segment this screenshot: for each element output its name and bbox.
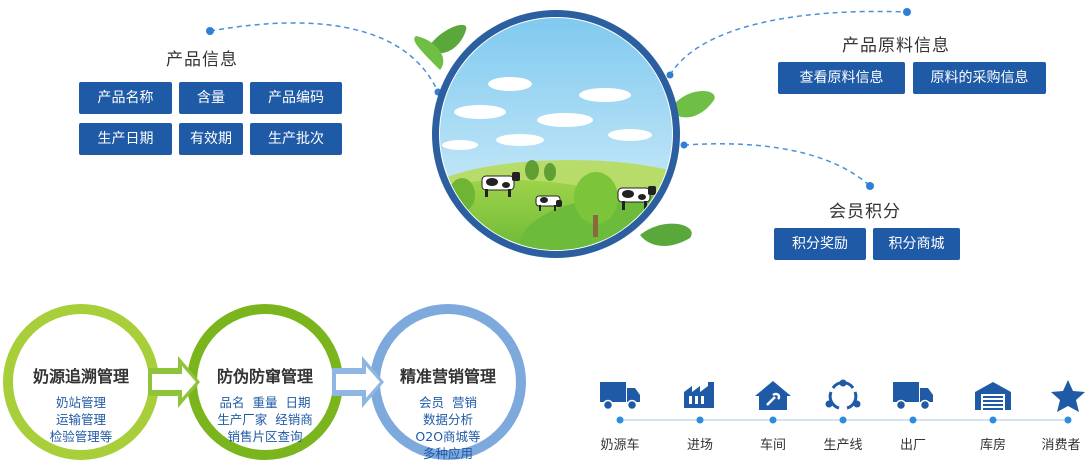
process-anti-counterfeit: 防伪防窜管理 品名 重量 日期 生产厂家 经销商 销售片区查询 (195, 363, 335, 445)
flow-label-production-line: 生产线 (823, 438, 863, 453)
tag-expiry[interactable]: 有效期 (179, 123, 243, 155)
production-line-icon (825, 379, 861, 410)
flow-label-workshop: 车间 (759, 438, 786, 453)
material-info-title: 产品原料信息 (842, 36, 950, 56)
flow-label-entry: 进场 (686, 438, 713, 453)
truck-icon (893, 382, 933, 411)
flow-label-milk-truck: 奶源车 (600, 438, 640, 453)
process-precision-marketing: 精准营销管理 会员 营销 数据分析 O2O商城等 多种应用 (378, 363, 518, 462)
tag-points-reward[interactable]: 积分奖励 (774, 228, 866, 260)
process-line: 运输管理 (55, 412, 106, 427)
member-points-title: 会员积分 (829, 202, 901, 222)
tag-points-mall[interactable]: 积分商城 (873, 228, 960, 260)
process-title: 防伪防窜管理 (216, 367, 313, 386)
warehouse-icon (975, 382, 1011, 410)
tag-view-material[interactable]: 查看原料信息 (778, 62, 905, 94)
process-line: 会员 营销 (419, 395, 477, 410)
process-title: 精准营销管理 (399, 367, 496, 386)
process-line: 数据分析 (422, 412, 473, 427)
tag-product-code[interactable]: 产品编码 (250, 82, 342, 114)
flow-label-warehouse: 库房 (979, 438, 1006, 453)
tag-batch[interactable]: 生产批次 (250, 123, 342, 155)
product-info-title: 产品信息 (166, 50, 238, 70)
arrow-icon (332, 356, 384, 408)
tag-product-name[interactable]: 产品名称 (79, 82, 172, 114)
tag-content[interactable]: 含量 (179, 82, 243, 114)
tag-production-date[interactable]: 生产日期 (79, 123, 172, 155)
process-line: 多种应用 (422, 446, 473, 461)
star-icon (1051, 380, 1085, 412)
pasture-illustration (414, 10, 715, 258)
process-rings (3, 304, 526, 460)
process-line: 销售片区查询 (227, 429, 303, 444)
truck-icon (600, 382, 640, 411)
factory-icon (684, 382, 714, 408)
process-title: 奶源追溯管理 (32, 367, 129, 386)
supply-chain-line (616, 416, 1072, 424)
workshop-icon (755, 381, 791, 410)
process-milk-source: 奶源追溯管理 奶站管理 运输管理 检验管理等 (11, 363, 151, 445)
process-line: 生产厂家 经销商 (217, 412, 313, 427)
process-line: 品名 重量 日期 (219, 395, 311, 410)
process-line: 奶站管理 (55, 395, 106, 410)
flow-label-exit: 出厂 (899, 438, 926, 453)
process-line: O2O商城等 (415, 429, 481, 444)
flow-label-consumer: 消费者 (1041, 438, 1081, 453)
arrow-icon (148, 356, 200, 408)
tag-material-purchase[interactable]: 原料的采购信息 (913, 62, 1046, 94)
process-line: 检验管理等 (49, 429, 113, 444)
